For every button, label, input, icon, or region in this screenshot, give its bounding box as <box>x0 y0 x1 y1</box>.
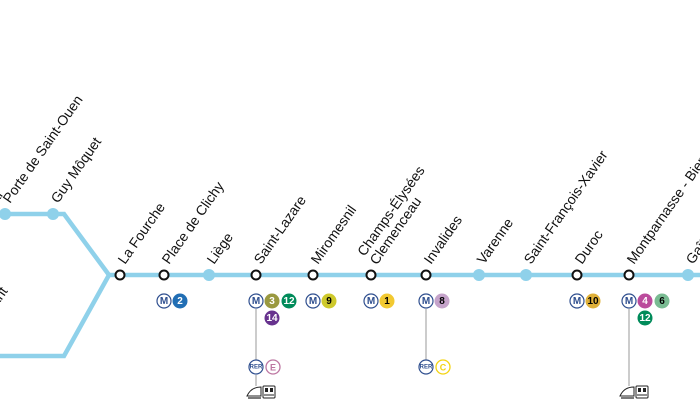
svg-text:RER: RER <box>250 365 263 371</box>
metro-roundel-icon: M <box>621 293 637 309</box>
train-icon <box>246 385 276 399</box>
station-varenne[interactable]: Varenne <box>473 215 516 281</box>
station-marker <box>571 269 583 281</box>
line-1-badge: 1 <box>379 293 395 309</box>
station-marker <box>473 269 485 281</box>
station-marker <box>0 208 11 220</box>
svg-text:M: M <box>252 296 260 307</box>
station-marker <box>47 208 59 220</box>
svg-text:E: E <box>270 363 276 373</box>
track-lower-branch <box>0 273 111 359</box>
train-icon <box>619 385 649 399</box>
metro-roundel-icon: M <box>363 293 379 309</box>
line-3-badge: 3 <box>264 293 280 309</box>
station-marker <box>682 269 694 281</box>
station-marker <box>420 269 432 281</box>
svg-text:M: M <box>625 296 633 307</box>
svg-text:4: 4 <box>642 296 648 307</box>
svg-text:M: M <box>422 296 430 307</box>
line-4-badge: 4 <box>637 293 653 309</box>
track-upper-branch <box>0 211 700 278</box>
svg-text:1: 1 <box>384 296 390 307</box>
metro-roundel-icon: M <box>156 293 172 309</box>
metro-roundel-icon: M <box>418 293 434 309</box>
station-porte-de-saint-ouen[interactable]: Porte de Saint-Ouen <box>0 92 86 220</box>
line-2-badge: 2 <box>172 293 188 309</box>
line-12-badge: 12 <box>637 310 653 326</box>
station-marker <box>203 269 215 281</box>
metro-roundel-icon: M <box>248 293 264 309</box>
svg-text:2: 2 <box>177 296 183 307</box>
metro-roundel-icon: M <box>305 293 321 309</box>
rer-c-badge: C <box>435 359 451 375</box>
station-marker <box>114 269 126 281</box>
station-label: Montparnasse - Bienvenüe <box>623 120 700 266</box>
line-9-badge: 9 <box>321 293 337 309</box>
svg-text:M: M <box>367 296 375 307</box>
station-marker <box>520 269 532 281</box>
station-label: Duroc <box>571 227 606 267</box>
rer-roundel-icon: RER <box>418 359 434 375</box>
rer-roundel-icon: RER <box>248 359 264 375</box>
station-marker <box>250 269 262 281</box>
svg-text:9: 9 <box>326 296 332 307</box>
station-label: ant <box>0 284 11 309</box>
station-marker <box>365 269 377 281</box>
station-label: Invalides <box>420 212 465 266</box>
svg-text:M: M <box>573 296 581 307</box>
station-marker <box>158 269 170 281</box>
svg-text:12: 12 <box>639 313 651 324</box>
station-label: Saint-Lazare <box>250 192 309 266</box>
station-marker <box>623 269 635 281</box>
station-label: Gaîté <box>682 229 700 266</box>
station-label: Miromesnil <box>307 202 359 267</box>
svg-text:RER: RER <box>420 365 433 371</box>
line-6-badge: 6 <box>654 293 670 309</box>
line-8-badge: 8 <box>434 293 450 309</box>
station-label: al <box>0 188 6 206</box>
svg-text:M: M <box>309 296 317 307</box>
svg-text:M: M <box>160 296 168 307</box>
line-14-badge: 14 <box>264 310 280 326</box>
station-la-fourche[interactable]: La Fourche <box>114 199 168 281</box>
connections-duroc: M 10 <box>569 293 601 309</box>
svg-text:10: 10 <box>587 296 599 307</box>
svg-text:3: 3 <box>269 296 275 307</box>
metro-roundel-icon: M <box>569 293 585 309</box>
line-track <box>0 211 700 359</box>
station-label: Varenne <box>473 215 516 267</box>
station-lower-left-cut[interactable]: ant <box>0 284 11 309</box>
station-marker <box>307 269 319 281</box>
station-upper-left-cut[interactable]: al <box>0 188 6 206</box>
svg-text:12: 12 <box>283 296 295 307</box>
line-12-badge: 12 <box>281 293 297 309</box>
station-guy-moquet[interactable]: Guy Môquet <box>47 134 104 220</box>
svg-text:C: C <box>440 363 447 373</box>
svg-text:14: 14 <box>266 313 278 324</box>
station-label: Liège <box>203 229 236 266</box>
svg-text:8: 8 <box>439 296 445 307</box>
station-label: Porte de Saint-Ouen <box>0 92 86 206</box>
svg-text:6: 6 <box>659 296 665 307</box>
station-saint-francois-xavier[interactable]: Saint-François-Xavier <box>520 147 611 281</box>
station-label: Guy Môquet <box>47 134 104 206</box>
rer-e-badge: E <box>265 359 281 375</box>
line-10-badge: 10 <box>585 293 601 309</box>
station-label: Saint-François-Xavier <box>520 147 611 267</box>
